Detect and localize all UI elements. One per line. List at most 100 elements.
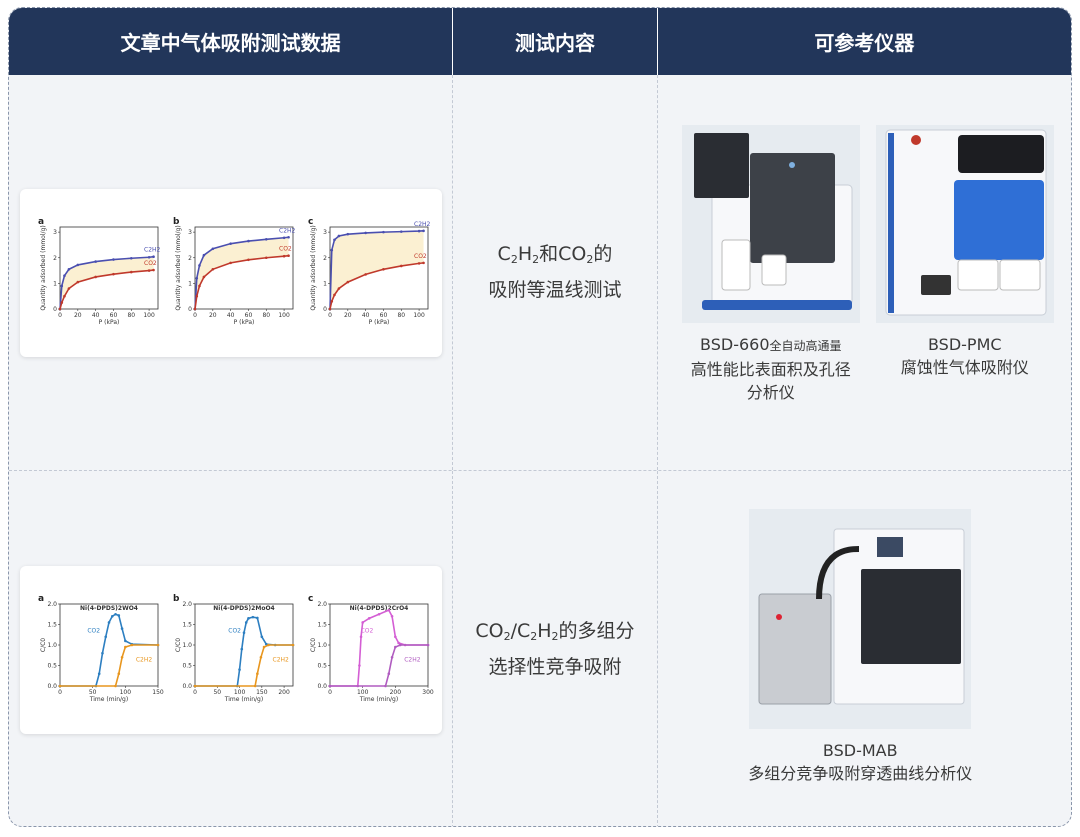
instrument-bsd660-name: BSD-660 <box>700 335 770 354</box>
data-point <box>129 270 133 273</box>
series-line <box>58 255 154 309</box>
y-tick-label: 1 <box>53 280 57 287</box>
data-point <box>286 253 290 257</box>
data-point <box>282 254 285 258</box>
instrument-bsdpmc-desc-1: 腐蚀性气体吸附仪 <box>900 358 1029 377</box>
data-point <box>417 229 420 232</box>
y-axis-label: Quantity adsorbed (mmol/g) <box>175 225 182 310</box>
x-axis-label: Time (min/g) <box>358 696 397 703</box>
y-axis-label: C/C0 <box>175 637 182 651</box>
data-point <box>381 267 385 271</box>
data-point <box>398 643 402 646</box>
data-point <box>383 684 387 687</box>
y-tick-label: 1.0 <box>182 642 192 649</box>
x-tick-label: 100 <box>413 312 425 319</box>
instrument-bsdpmc-photo <box>875 125 1054 323</box>
x-tick-label: 100 <box>119 689 131 696</box>
instrument-cell-row2: BSD-MAB 多组分竞争吸附穿透曲线分析仪 <box>656 471 1071 826</box>
data-point <box>151 268 155 271</box>
data-point <box>195 276 198 280</box>
data-point <box>67 286 70 290</box>
data-point <box>417 261 420 265</box>
instrument-bsdmab-desc-1: 多组分竞争吸附穿透曲线分析仪 <box>748 764 973 783</box>
data-point <box>151 254 155 258</box>
header-col-instrument: 可参考仪器 <box>656 8 1071 75</box>
data-point <box>251 615 254 618</box>
data-point <box>197 284 201 287</box>
plot-frame <box>194 226 293 309</box>
data-point <box>76 280 79 283</box>
instrument-bsd660-desc-2: 分析仪 <box>746 383 795 402</box>
data-point <box>381 230 385 233</box>
data-point <box>260 635 263 638</box>
series-line <box>193 254 289 309</box>
data-point <box>426 643 429 646</box>
series-label: C2H2 <box>404 656 421 663</box>
data-point <box>330 248 333 251</box>
series-label: CO2 <box>414 252 427 259</box>
x-tick-label: 300 <box>422 689 434 696</box>
data-point <box>67 267 70 271</box>
y-tick-label: 0 <box>53 306 57 313</box>
data-point <box>242 630 245 634</box>
y-axis-label: C/C0 <box>40 637 47 651</box>
x-tick-label: 60 <box>109 312 117 319</box>
series-label: C2H2 <box>144 246 161 253</box>
data-point <box>390 655 393 659</box>
area-fill <box>59 256 154 309</box>
data-point <box>211 267 214 271</box>
series-label: CO2 <box>360 627 373 634</box>
data-point <box>330 299 333 303</box>
x-tick-label: 60 <box>244 312 252 319</box>
data-point <box>264 237 268 241</box>
data-point <box>266 643 270 646</box>
data-point <box>255 671 259 675</box>
x-tick-label: 100 <box>233 689 245 696</box>
instrument-bsdpmc-name: BSD-PMC <box>927 335 1002 354</box>
x-tick-label: 40 <box>91 312 99 319</box>
x-tick-label: 200 <box>278 689 290 696</box>
series-label: CO2 <box>228 627 241 634</box>
test-cell-breakthrough: CO2/C2H2的多组分 选择性竞争吸附 <box>452 471 657 826</box>
area-fill <box>329 230 424 309</box>
panel-label: c <box>308 217 313 227</box>
data-point <box>76 263 79 266</box>
y-tick-label: 0 <box>323 306 327 313</box>
chart-title: Ni(4-DPDS)2CrO4 <box>349 605 408 612</box>
instrument-bsdmab: BSD-MAB 多组分竞争吸附穿透曲线分析仪 <box>748 509 973 785</box>
y-tick-label: 3 <box>188 229 192 236</box>
data-point <box>111 257 115 261</box>
data-point <box>346 280 349 283</box>
data-point <box>202 253 205 256</box>
series-line <box>193 235 289 309</box>
y-tick-label: 2.0 <box>182 601 192 608</box>
test-line-2: 吸附等温线测试 <box>488 279 622 301</box>
x-tick-label: 0 <box>58 689 62 696</box>
area-fill <box>194 236 289 309</box>
data-point <box>363 272 367 276</box>
series-label: CO2 <box>144 260 157 267</box>
data-point <box>255 616 259 619</box>
x-tick-label: 100 <box>357 689 369 696</box>
x-tick-label: 20 <box>74 312 82 319</box>
series-label: CO2 <box>279 245 292 252</box>
x-tick-label: 100 <box>278 312 290 319</box>
data-point <box>228 241 232 245</box>
data-point <box>111 272 115 275</box>
y-tick-label: 0.5 <box>182 662 192 669</box>
y-tick-label: 0 <box>188 306 192 313</box>
series-line <box>328 229 424 309</box>
y-tick-label: 1.0 <box>317 642 327 649</box>
data-point <box>291 643 294 646</box>
test-line-1: CO2/C2H2的多组分 <box>475 620 635 643</box>
data-point <box>147 268 150 272</box>
data-point <box>123 639 127 642</box>
data-point <box>129 256 133 260</box>
data-point <box>393 635 397 638</box>
x-tick-label: 20 <box>209 312 217 319</box>
